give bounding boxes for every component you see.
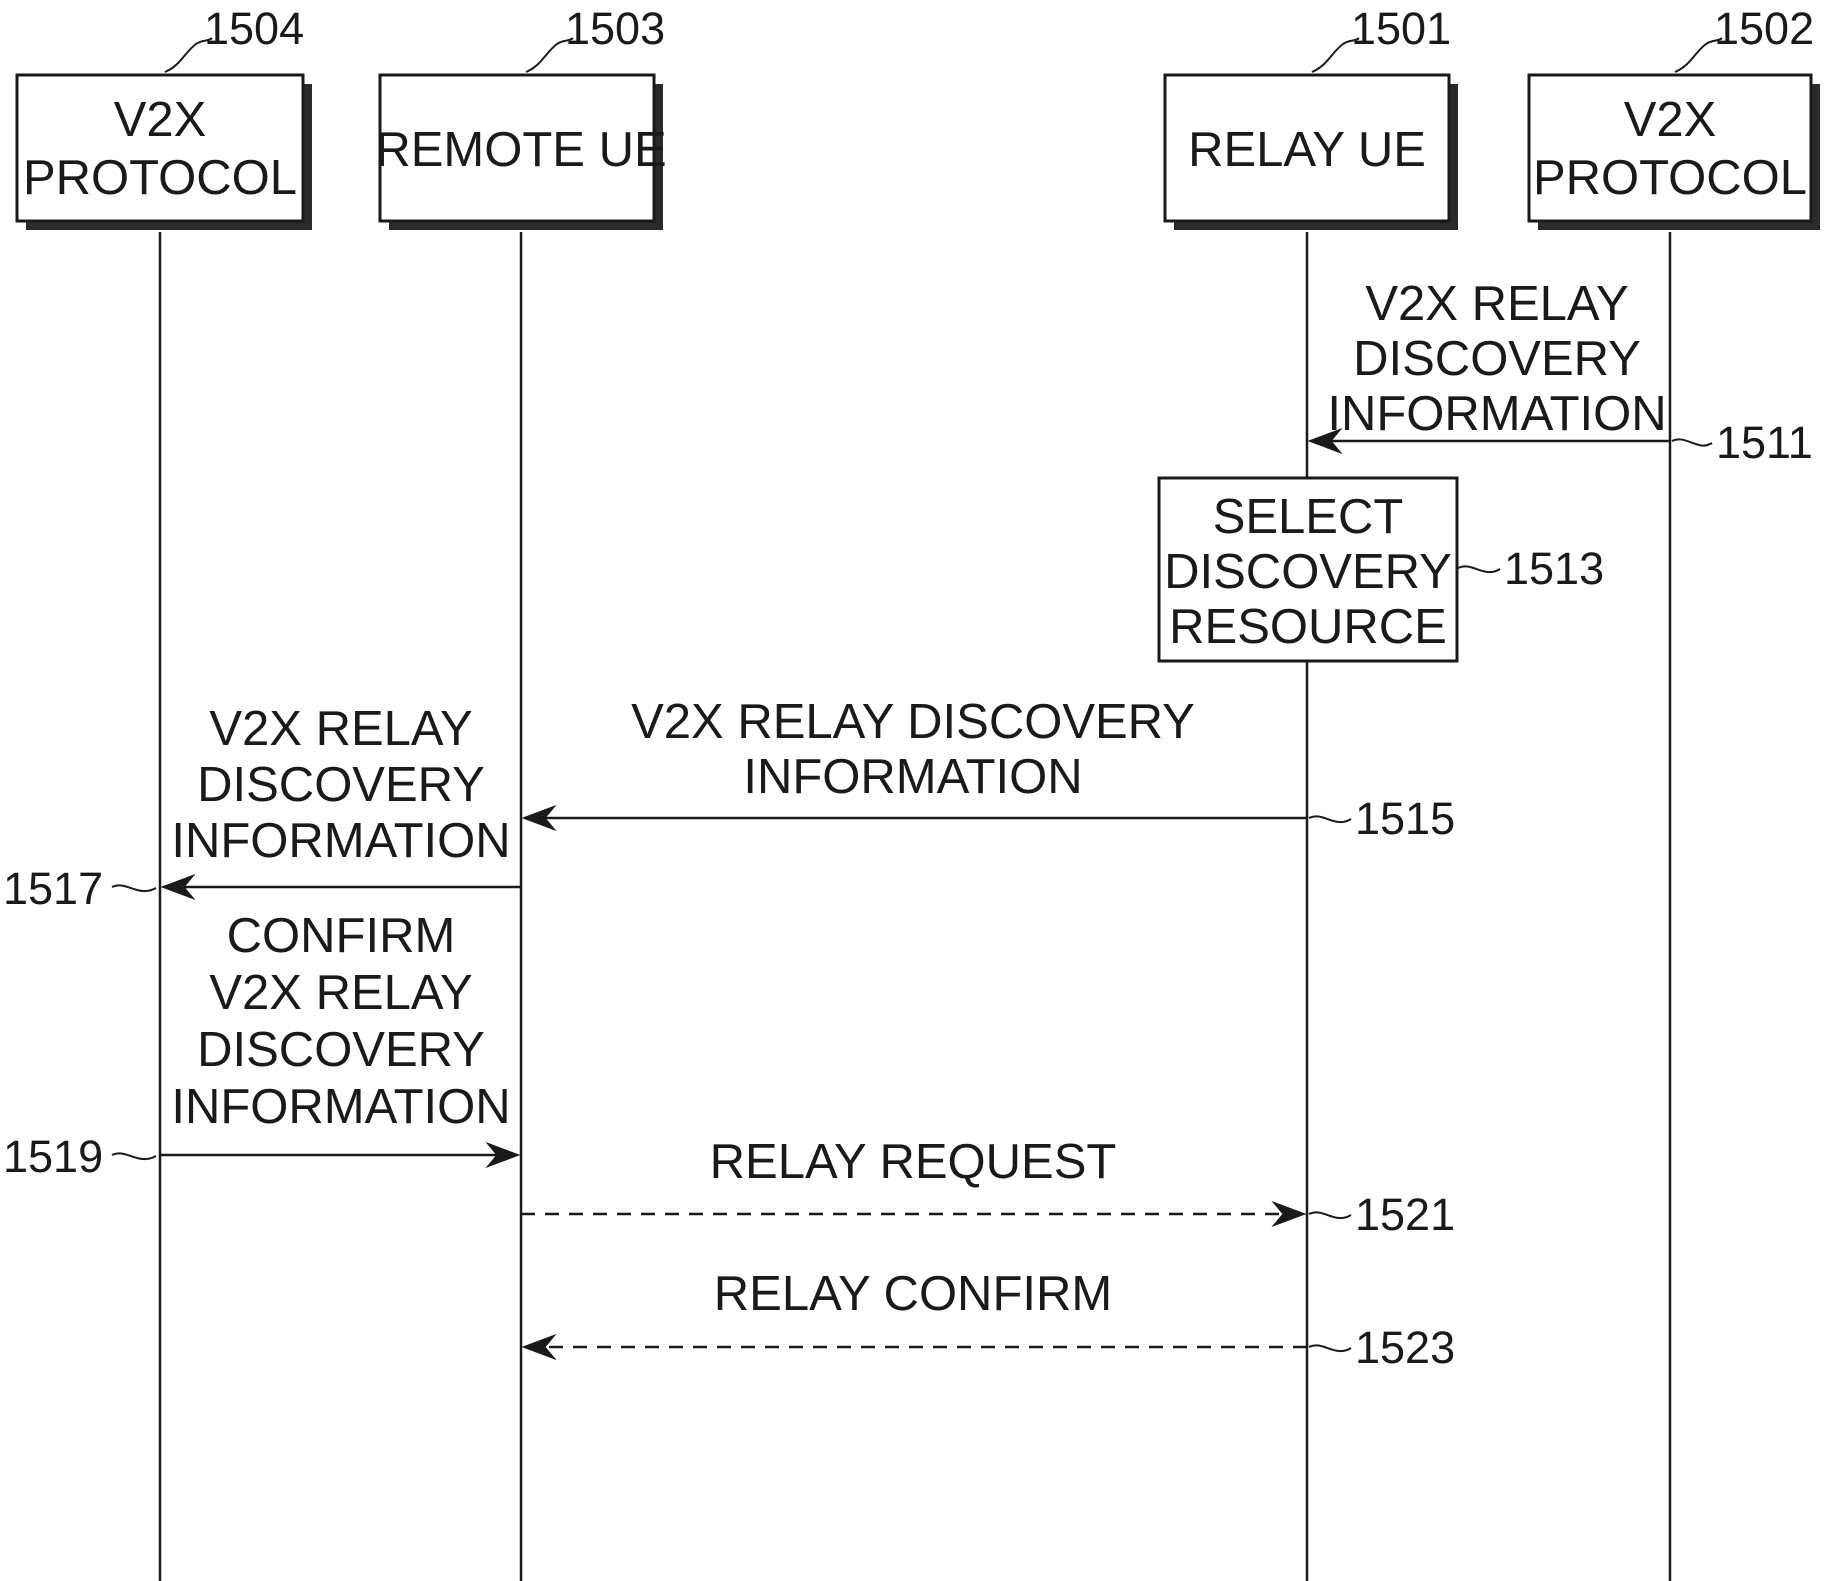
ref-1503-number: 1503 bbox=[565, 3, 665, 54]
message-1511-label-2: DISCOVERY bbox=[1353, 332, 1641, 386]
message-1519-label-1: CONFIRM bbox=[227, 909, 456, 963]
message-1517-label-3: INFORMATION bbox=[171, 814, 510, 868]
message-1519-label-3: DISCOVERY bbox=[197, 1023, 485, 1077]
message-1523: RELAY CONFIRM 1523 bbox=[523, 1267, 1455, 1373]
participant-1502: V2X PROTOCOL bbox=[1529, 75, 1820, 230]
process-1513-label-3: RESOURCE bbox=[1169, 600, 1447, 654]
ref-1504-number: 1504 bbox=[204, 3, 304, 54]
participant-1501-line-1: RELAY UE bbox=[1188, 123, 1426, 177]
message-1517-label-1: V2X RELAY bbox=[209, 702, 472, 756]
ref-1513-number: 1513 bbox=[1504, 543, 1604, 594]
participant-1504-line-1: V2X bbox=[114, 93, 207, 147]
participant-1503-line-1: REMOTE UE bbox=[375, 123, 666, 177]
ref-1523-number: 1523 bbox=[1355, 1322, 1455, 1373]
message-1515: V2X RELAY DISCOVERY INFORMATION 1515 bbox=[523, 695, 1455, 844]
ref-1502: 1502 bbox=[1675, 3, 1814, 72]
ref-1511-number: 1511 bbox=[1716, 417, 1813, 468]
message-1519-label-2: V2X RELAY bbox=[209, 966, 472, 1020]
process-1513: SELECT DISCOVERY RESOURCE 1513 bbox=[1159, 478, 1604, 661]
participant-1503: REMOTE UE bbox=[375, 75, 666, 230]
message-1519: CONFIRM V2X RELAY DISCOVERY INFORMATION … bbox=[3, 909, 519, 1182]
participant-1502-line-1: V2X bbox=[1624, 93, 1717, 147]
ref-1502-number: 1502 bbox=[1714, 3, 1814, 54]
ref-1503: 1503 bbox=[526, 3, 665, 72]
message-1515-label-2: INFORMATION bbox=[743, 750, 1082, 804]
message-1515-label-1: V2X RELAY DISCOVERY bbox=[631, 695, 1195, 749]
message-1517: V2X RELAY DISCOVERY INFORMATION 1517 bbox=[3, 702, 521, 914]
participant-1504-line-2: PROTOCOL bbox=[23, 151, 297, 205]
message-1511-label-3: INFORMATION bbox=[1327, 387, 1666, 441]
participant-1501: RELAY UE bbox=[1165, 75, 1458, 230]
message-1511-label-1: V2X RELAY bbox=[1365, 277, 1628, 331]
participant-1504: V2X PROTOCOL bbox=[17, 75, 312, 230]
process-1513-label-2: DISCOVERY bbox=[1164, 545, 1452, 599]
message-1521: RELAY REQUEST 1521 bbox=[521, 1135, 1455, 1240]
message-1517-label-2: DISCOVERY bbox=[197, 758, 485, 812]
message-1521-label-1: RELAY REQUEST bbox=[710, 1135, 1117, 1189]
message-1511: V2X RELAY DISCOVERY INFORMATION 1511 bbox=[1309, 277, 1813, 468]
ref-1515-number: 1515 bbox=[1355, 793, 1455, 844]
ref-1521-number: 1521 bbox=[1355, 1189, 1455, 1240]
message-1523-label-1: RELAY CONFIRM bbox=[714, 1267, 1112, 1321]
message-1519-label-4: INFORMATION bbox=[171, 1080, 510, 1134]
participant-1502-line-2: PROTOCOL bbox=[1533, 151, 1807, 205]
ref-1504: 1504 bbox=[165, 3, 304, 72]
ref-1501: 1501 bbox=[1312, 3, 1451, 72]
ref-1519-number: 1519 bbox=[3, 1131, 103, 1182]
process-1513-label-1: SELECT bbox=[1213, 490, 1404, 544]
ref-1517-number: 1517 bbox=[3, 863, 103, 914]
ref-1501-number: 1501 bbox=[1351, 3, 1451, 54]
